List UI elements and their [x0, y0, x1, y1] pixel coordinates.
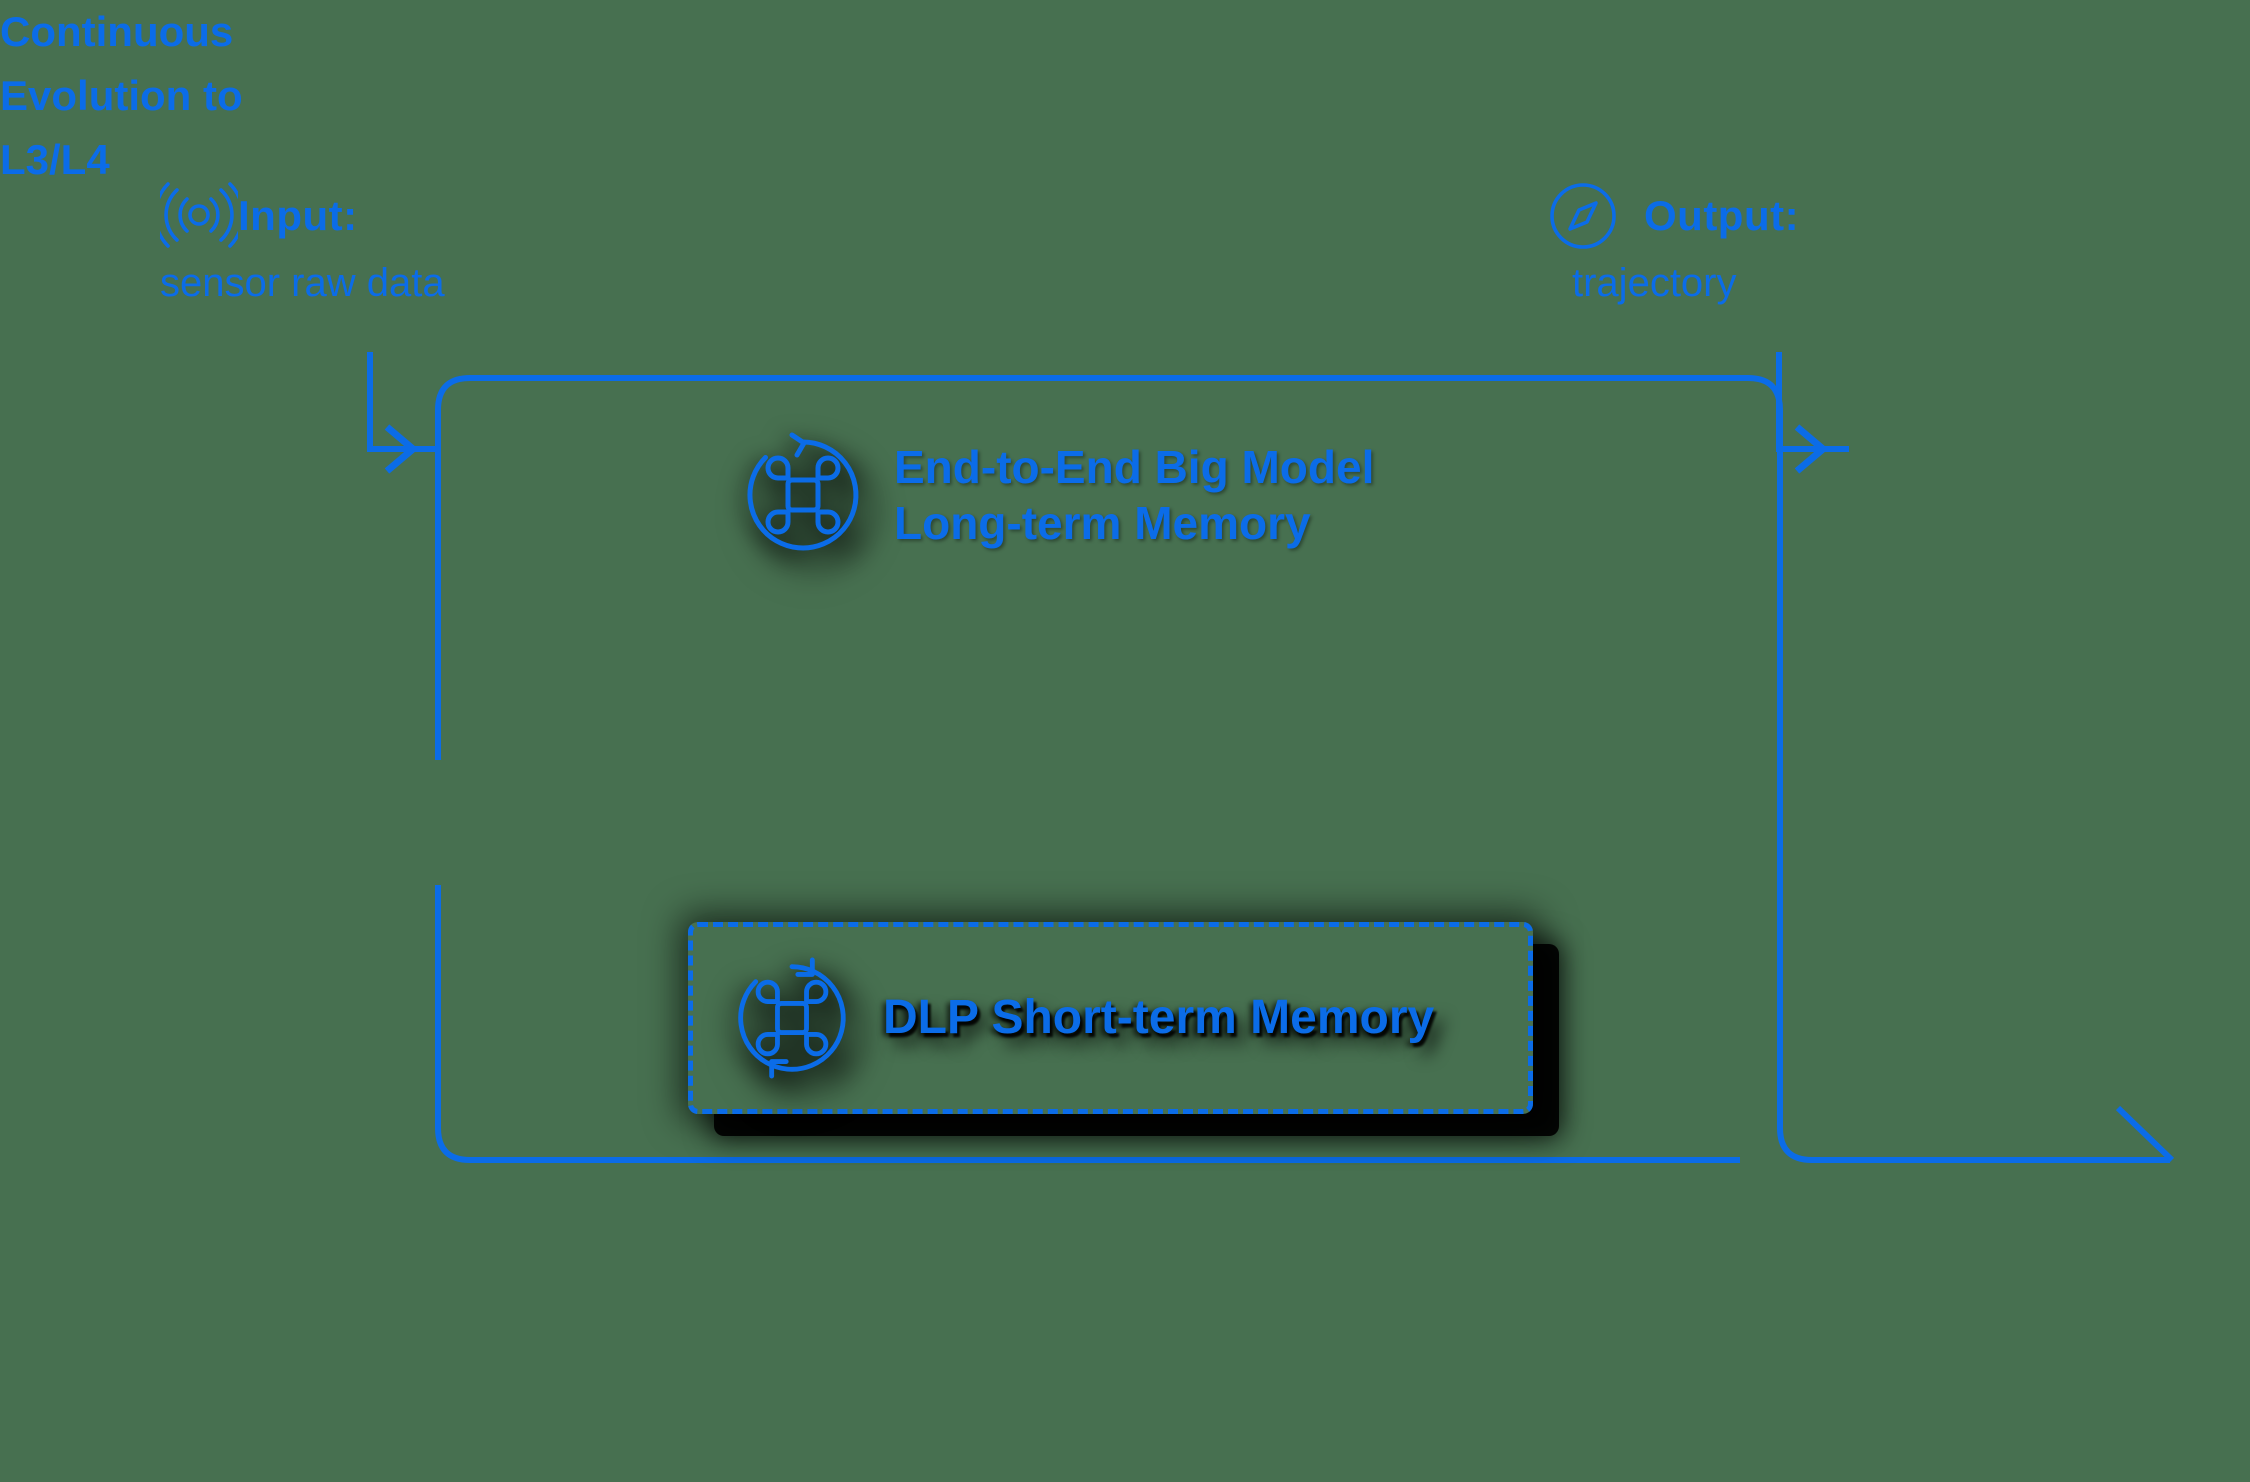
command-refresh-icon-svg: [747, 432, 859, 551]
command-refresh-icon-svg: [738, 957, 846, 1079]
model-title-line1: End-to-End Big Model: [894, 440, 1375, 493]
evolution-arrowhead: [2115, 1105, 2175, 1163]
dlp-label: DLP Short-term Memory: [883, 990, 1435, 1044]
input-label-group: Input: sensor raw data: [160, 180, 630, 310]
input-arrowhead: [384, 424, 419, 474]
evolution-label-group: Continuous Evolution to L3/L4: [0, 0, 360, 191]
output-arrowhead: [1794, 424, 1829, 474]
command-refresh-icon: [740, 432, 866, 558]
evolution-line1: Continuous: [0, 8, 234, 55]
compass-icon: [1548, 181, 1618, 251]
input-title: Input:: [238, 191, 358, 239]
end-to-end-model-block: End-to-End Big Model Long-term Memory: [740, 432, 1374, 558]
dlp-short-term-memory-block[interactable]: DLP Short-term Memory: [688, 922, 1533, 1114]
output-label-group: Output: trajectory: [1548, 180, 2008, 310]
evolution-line2: Evolution to: [0, 71, 243, 119]
compass-icon-svg: [1550, 183, 1616, 249]
sensor-signal-icon: [160, 182, 238, 248]
input-caption: sensor raw data: [160, 261, 445, 305]
command-refresh-icon: [731, 957, 853, 1079]
output-arrow-line: [1776, 352, 1849, 452]
model-title-line2: Long-term Memory: [894, 497, 1311, 549]
evolution-line3: L3/L4: [0, 135, 110, 183]
output-title: Output:: [1644, 191, 1800, 239]
sensor-signal-icon-svg: [160, 182, 238, 248]
output-caption: trajectory: [1572, 261, 1737, 305]
model-title: End-to-End Big Model Long-term Memory: [894, 439, 1374, 551]
input-arrow-line: [367, 352, 440, 452]
